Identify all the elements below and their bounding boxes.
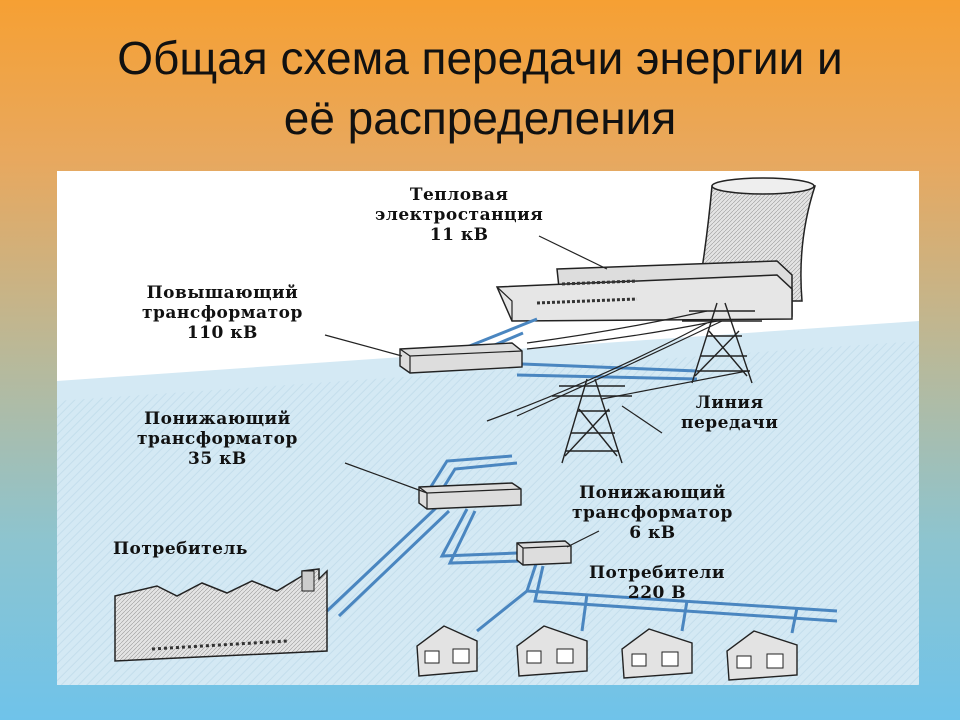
transmission-tower-2: [552, 378, 632, 464]
label-transmission-line: Линия передачи: [681, 393, 779, 433]
house-3: [621, 628, 693, 679]
label-step-down-6: Понижающий трансформатор 6 кВ: [572, 483, 733, 543]
factory-building: [114, 568, 328, 662]
label-step-up-transformer: Повышающий трансформатор 110 кВ: [142, 283, 303, 343]
energy-diagram: [57, 177, 919, 685]
power-plant-building: [495, 260, 793, 322]
label-power-plant: Тепловая электростанция 11 кВ: [375, 185, 544, 245]
title-line-1: Общая схема передачи энергии и: [117, 32, 843, 84]
power-line-cables: [486, 310, 748, 422]
label-consumer: Потребитель: [113, 539, 248, 559]
diagram-panel: Тепловая электростанция 11 кВ Повышающий…: [57, 171, 919, 685]
step-down-transformer-35: [418, 482, 522, 510]
house-1: [416, 625, 478, 677]
step-down-transformer-6: [516, 540, 572, 566]
house-4: [726, 630, 798, 681]
house-2: [516, 625, 588, 677]
label-consumers-220: Потребители 220 В: [589, 563, 726, 603]
slide-title: Общая схема передачи энергии и её распре…: [0, 28, 960, 148]
label-step-down-35: Понижающий трансформатор 35 кВ: [137, 409, 298, 469]
title-line-2: её распределения: [283, 92, 677, 144]
step-up-transformer: [399, 342, 523, 374]
cooling-tower-top: [711, 177, 815, 195]
leader-lines: [324, 235, 663, 548]
transmission-tower-1: [682, 302, 762, 384]
